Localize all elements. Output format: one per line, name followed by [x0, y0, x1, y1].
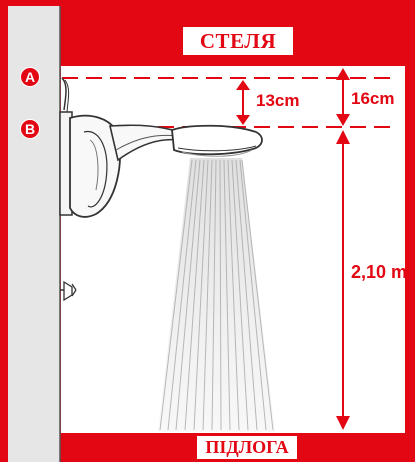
- ceiling-label: СТЕЛЯ: [183, 27, 293, 55]
- dimension-label-b-to-floor: 2,10 m: [351, 262, 408, 282]
- dimension-label-a-to-b: 13cm: [256, 91, 300, 110]
- marker-a: A: [20, 67, 40, 87]
- valve-knob: [60, 280, 77, 302]
- water-spray: [158, 158, 275, 432]
- dimension-arrow-13cm: [236, 80, 250, 125]
- marker-b: B: [20, 119, 40, 139]
- floor-label: ПІДЛОГА: [197, 436, 297, 459]
- dimension-label-ceiling-to-b: 16cm: [351, 89, 395, 108]
- shower-heater: [59, 77, 263, 218]
- dimension-arrow-210m: [336, 130, 350, 430]
- dimension-arrow-16cm: [336, 68, 350, 126]
